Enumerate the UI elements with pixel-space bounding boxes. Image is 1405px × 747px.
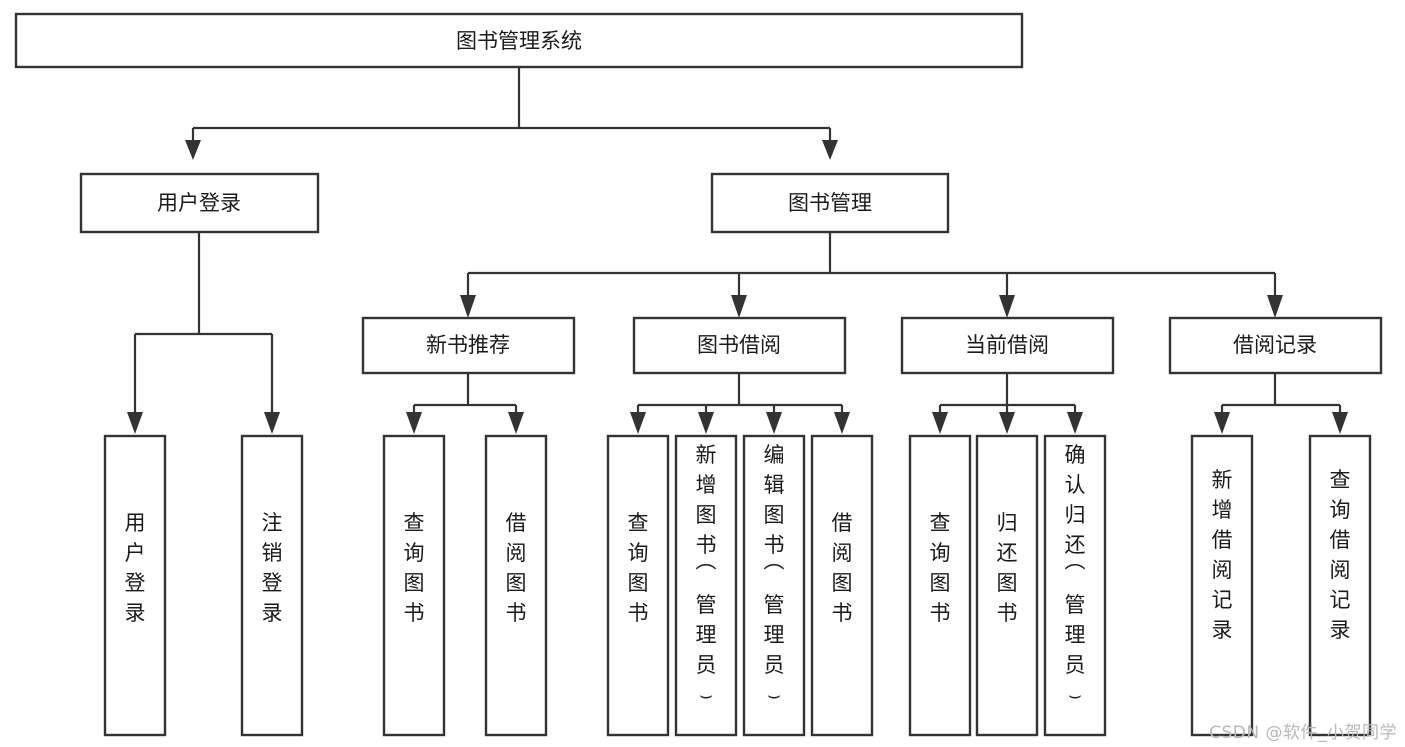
node-borrow-record[interactable]: 借阅记录 [1168,316,1383,375]
node-leaf-user-logout-label: 注销登录 [262,511,283,625]
connector-group-book-borrow [630,373,850,434]
node-new-book-rec-label: 新书推荐 [426,333,510,357]
node-new-book-rec-box[interactable] [361,316,576,375]
node-leaf-add-record-box[interactable] [1190,434,1254,737]
node-leaf-return-book-box[interactable] [975,434,1039,737]
node-leaf-edit-book[interactable]: 编辑图书⌒管理员⌣ [742,434,806,737]
arrowhead-borrow-record [1267,295,1283,318]
node-root-label: 图书管理系统 [456,29,582,53]
node-leaf-query-book-1-label: 查询图书 [404,511,425,625]
node-leaf-edit-book-box[interactable] [742,434,806,737]
arrowhead-leaf-add-record [1214,412,1230,434]
node-current-borrow-label: 当前借阅 [965,333,1049,357]
node-leaf-user-login-label: 用户登录 [125,511,146,625]
node-leaf-query-record-box[interactable] [1308,434,1372,737]
arrowhead-leaf-user-login [127,412,143,434]
arrowhead-leaf-user-logout [264,412,280,434]
node-book-manage-label: 图书管理 [788,191,872,215]
arrowhead-leaf-return-book [999,412,1015,434]
node-leaf-borrow-book-2[interactable]: 借阅图书 [810,434,874,737]
node-user-login-label: 用户登录 [157,191,241,215]
node-leaf-borrow-book-1[interactable]: 借阅图书 [484,434,548,737]
node-leaf-confirm-return-box[interactable] [1043,434,1107,737]
node-borrow-record-label: 借阅记录 [1233,333,1317,357]
node-leaf-add-record-label: 新增借阅记录 [1212,468,1233,642]
node-leaf-user-login-box[interactable] [103,434,167,737]
arrowhead-user-login [185,140,201,160]
node-leaf-user-login[interactable]: 用户登录 [103,434,167,737]
node-leaf-query-book-3[interactable]: 查询图书 [908,434,972,737]
node-leaf-query-book-1[interactable]: 查询图书 [382,434,446,737]
node-leaf-query-book-3-box[interactable] [908,434,972,737]
node-leaf-query-book-2-box[interactable] [606,434,670,737]
arrowhead-leaf-query-book-3 [932,412,948,434]
node-leaf-edit-book-label: 编辑图书⌒管理员⌣ [764,443,785,707]
arrowhead-leaf-edit-book [766,412,782,434]
node-new-book-rec[interactable]: 新书推荐 [361,316,576,375]
arrowhead-leaf-confirm-return [1067,412,1083,434]
arrowhead-new-book-rec [460,295,476,318]
arrowhead-book-borrow [731,295,747,318]
node-book-borrow[interactable]: 图书借阅 [632,316,847,375]
node-borrow-record-box[interactable] [1168,316,1383,375]
connector-group-borrow-record [1214,373,1348,434]
arrowhead-leaf-query-book-2 [630,412,646,434]
node-leaf-borrow-book-1-box[interactable] [484,434,548,737]
node-root[interactable]: 图书管理系统 [14,12,1024,69]
node-leaf-user-logout[interactable]: 注销登录 [240,434,304,737]
node-leaf-add-book-box[interactable] [674,434,738,737]
node-leaf-query-book-1-box[interactable] [382,434,446,737]
node-user-login-box[interactable] [79,172,320,234]
node-leaf-add-record[interactable]: 新增借阅记录 [1190,434,1254,737]
connector-group-new-book-rec [406,373,524,434]
node-user-login[interactable]: 用户登录 [79,172,320,234]
node-leaf-confirm-return-label: 确认归还⌒管理员⌣ [1065,443,1086,707]
node-leaf-add-book[interactable]: 新增图书⌒管理员⌣ [674,434,738,737]
arrowhead-current-borrow [999,295,1015,318]
node-leaf-borrow-book-1-label: 借阅图书 [506,511,527,625]
node-leaf-query-book-3-label: 查询图书 [930,511,951,625]
node-leaf-confirm-return[interactable]: 确认归还⌒管理员⌣ [1043,434,1107,737]
node-leaf-query-record-label: 查询借阅记录 [1330,468,1351,642]
arrowhead-leaf-query-record [1332,412,1348,434]
node-book-manage[interactable]: 图书管理 [710,172,950,234]
node-book-borrow-label: 图书借阅 [697,333,781,357]
connector-group-root [185,67,838,160]
node-current-borrow-box[interactable] [900,316,1115,375]
arrowhead-leaf-borrow-book-2 [834,412,850,434]
node-leaf-return-book[interactable]: 归还图书 [975,434,1039,737]
node-leaf-borrow-book-2-box[interactable] [810,434,874,737]
node-root-box[interactable] [14,12,1024,69]
node-leaf-user-logout-box[interactable] [240,434,304,737]
node-book-manage-box[interactable] [710,172,950,234]
arrowhead-leaf-borrow-book-1 [508,412,524,434]
connector-group-user-login [127,232,280,434]
node-leaf-query-book-2[interactable]: 查询图书 [606,434,670,737]
arrowhead-leaf-query-book-1 [406,412,422,434]
connector-group-current-borrow [932,373,1083,434]
node-current-borrow[interactable]: 当前借阅 [900,316,1115,375]
node-leaf-query-book-2-label: 查询图书 [628,511,649,625]
connector-group-book-manage [460,232,1283,318]
node-leaf-return-book-label: 归还图书 [997,511,1018,625]
node-leaf-borrow-book-2-label: 借阅图书 [832,511,853,625]
node-leaf-query-record[interactable]: 查询借阅记录 [1308,434,1372,737]
arrowhead-book-manage [822,140,838,160]
node-book-borrow-box[interactable] [632,316,847,375]
arrowhead-leaf-add-book [698,412,714,434]
node-leaf-add-book-label: 新增图书⌒管理员⌣ [696,443,717,707]
